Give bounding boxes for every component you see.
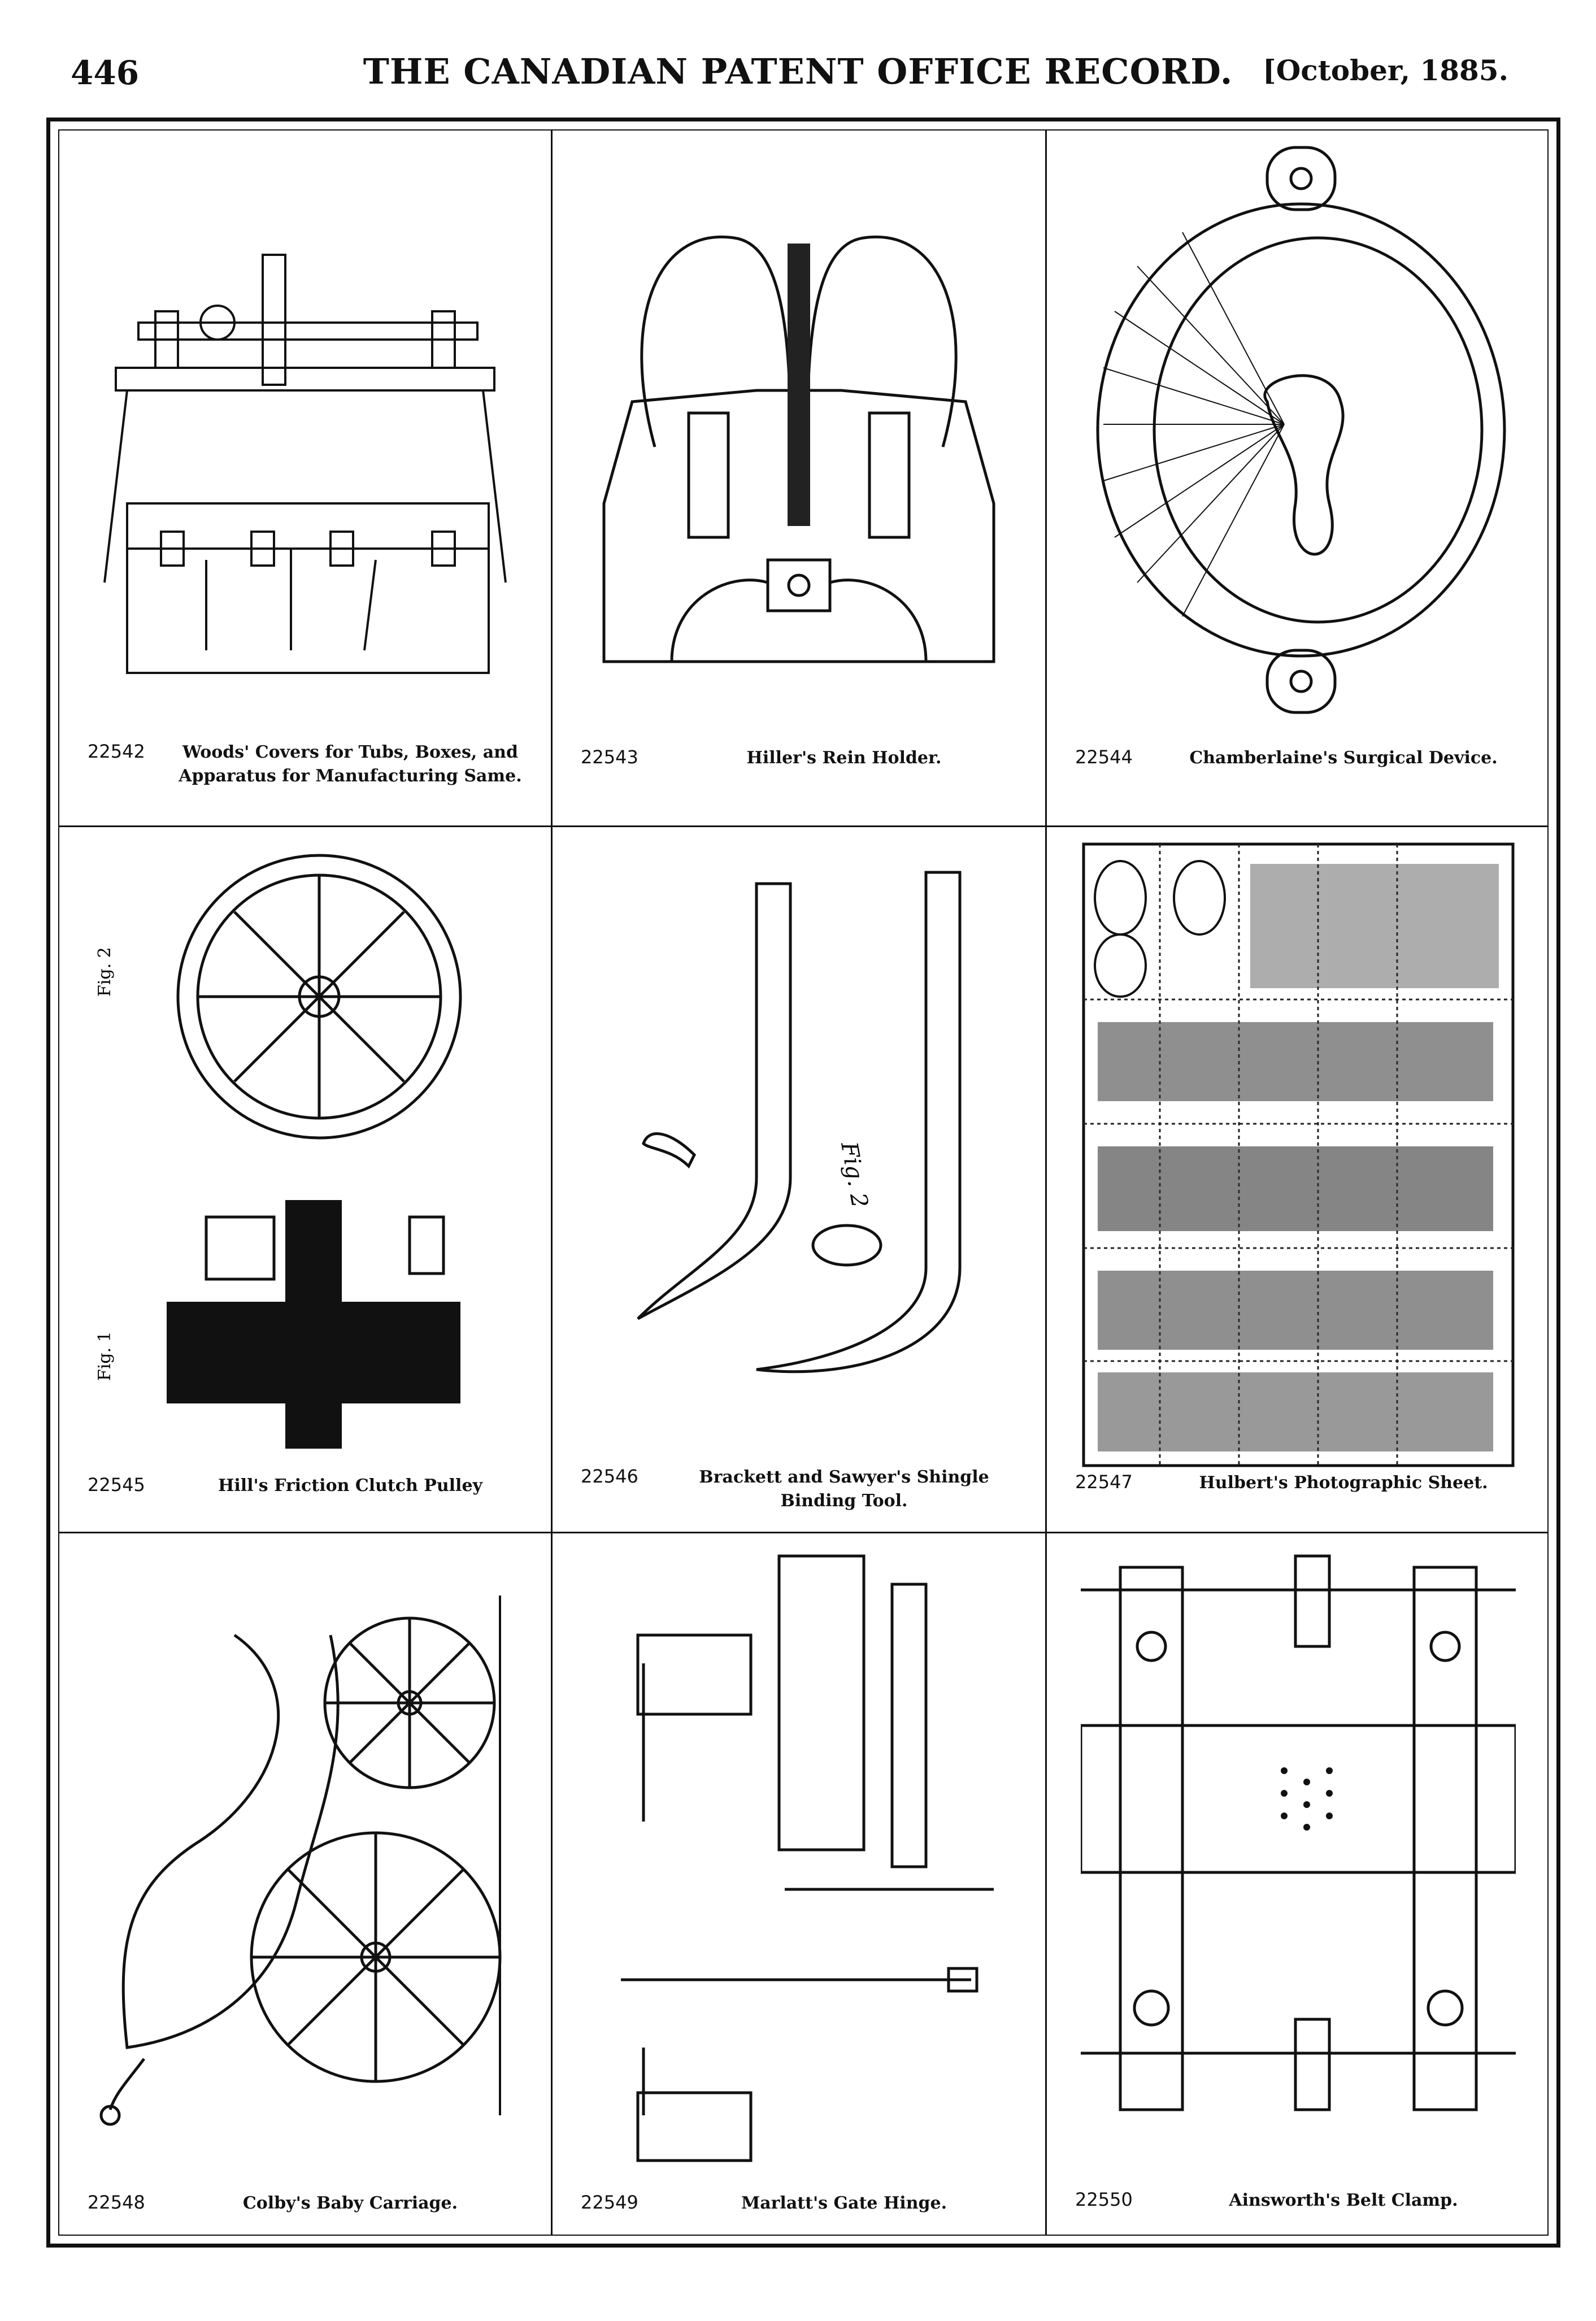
plate-grid: 22542 Woods' Covers for Tubs, Boxes, and… xyxy=(58,129,1549,2236)
patent-drawing xyxy=(1081,841,1516,1468)
rein-holder-drawing xyxy=(602,235,995,663)
figure-label: Fig. 2 xyxy=(95,947,115,997)
patent-title: Hiller's Rein Holder. xyxy=(746,748,942,768)
patent-cell-22549: 22549 Marlatt's Gate Hinge. xyxy=(553,1533,1045,2242)
patent-cell-22546: Fig. 2 22546 Brackett and Sawyer's Shing… xyxy=(553,827,1045,1532)
grid-divider xyxy=(1045,131,1047,2235)
page-header: 446 THE CANADIAN PATENT OFFICE RECORD. [… xyxy=(0,0,1596,119)
patent-title: Colby's Baby Carriage. xyxy=(242,2193,458,2213)
issue-date: [October, 1885. xyxy=(1263,54,1508,87)
patent-title: Woods' Covers for Tubs, Boxes, and Appar… xyxy=(179,742,522,786)
patent-cell-22542: 22542 Woods' Covers for Tubs, Boxes, and… xyxy=(59,131,551,825)
patent-drawing xyxy=(93,1550,517,2166)
belt-clamp-drawing xyxy=(1081,1554,1516,2111)
patent-number: 22545 xyxy=(88,1474,145,1496)
grid-divider xyxy=(59,825,1547,827)
patent-cell-22545: Fig. 2 Fig. 1 22545 Hill's Friction Clut… xyxy=(59,827,551,1532)
patent-drawing xyxy=(1081,1545,1516,2161)
patent-drawing xyxy=(93,153,517,718)
patent-number: 22543 xyxy=(581,746,638,768)
patent-drawing xyxy=(1081,142,1516,718)
patent-drawing xyxy=(586,153,1011,718)
patent-cell-22548: 22548 Colby's Baby Carriage. xyxy=(59,1533,551,2242)
patent-cell-22547: 22547 Hulbert's Photographic Sheet. xyxy=(1047,827,1550,1532)
photographic-sheet-drawing xyxy=(1082,842,1515,1467)
binding-tool-drawing: Fig. 2 xyxy=(637,871,962,1374)
patent-number: 22549 xyxy=(581,2192,638,2213)
patent-title: Brackett and Sawyer's Shingle Binding To… xyxy=(699,1467,989,1511)
patent-cell-22543: 22543 Hiller's Rein Holder. xyxy=(553,131,1045,825)
patent-drawing: Fig. 2 xyxy=(586,850,1011,1443)
patent-number: 22544 xyxy=(1075,746,1133,768)
baby-carriage-drawing xyxy=(99,1596,502,2126)
patent-number: 22548 xyxy=(88,2192,145,2213)
patent-cell-22550: 22550 Ainsworth's Belt Clamp. xyxy=(1047,1533,1550,2242)
gate-hinge-drawing xyxy=(621,1554,994,2162)
figure-label: Fig. 1 xyxy=(95,1331,115,1381)
patent-cell-22544: 22544 Chamberlaine's Surgical Device. xyxy=(1047,131,1550,825)
patent-drawing xyxy=(586,1550,1011,2166)
patent-number: 22542 xyxy=(88,741,145,762)
patent-number: 22550 xyxy=(1075,2189,1133,2210)
surgical-device-drawing xyxy=(1096,146,1506,714)
patent-title: Hill's Friction Clutch Pulley xyxy=(218,1476,482,1496)
patent-number: 22547 xyxy=(1075,1471,1133,1493)
clutch-pulley-drawing: Fig. 2 Fig. 1 xyxy=(95,854,462,1449)
patent-title: Marlatt's Gate Hinge. xyxy=(741,2193,947,2213)
patent-number: 22546 xyxy=(581,1466,638,1487)
grid-divider xyxy=(59,1532,1547,1533)
patent-title: Ainsworth's Belt Clamp. xyxy=(1229,2190,1458,2210)
publication-title: THE CANADIAN PATENT OFFICE RECORD. xyxy=(363,51,1233,92)
machine-drawing xyxy=(103,254,507,674)
patent-drawing: Fig. 2 Fig. 1 xyxy=(93,850,517,1460)
page-number: 446 xyxy=(71,54,140,92)
plate-frame: 22542 Woods' Covers for Tubs, Boxes, and… xyxy=(46,118,1560,2248)
patent-title: Chamberlaine's Surgical Device. xyxy=(1189,748,1498,768)
grid-divider xyxy=(551,131,553,2235)
figure-label: Fig. 2 xyxy=(836,1140,873,1210)
patent-title: Hulbert's Photographic Sheet. xyxy=(1199,1473,1488,1493)
